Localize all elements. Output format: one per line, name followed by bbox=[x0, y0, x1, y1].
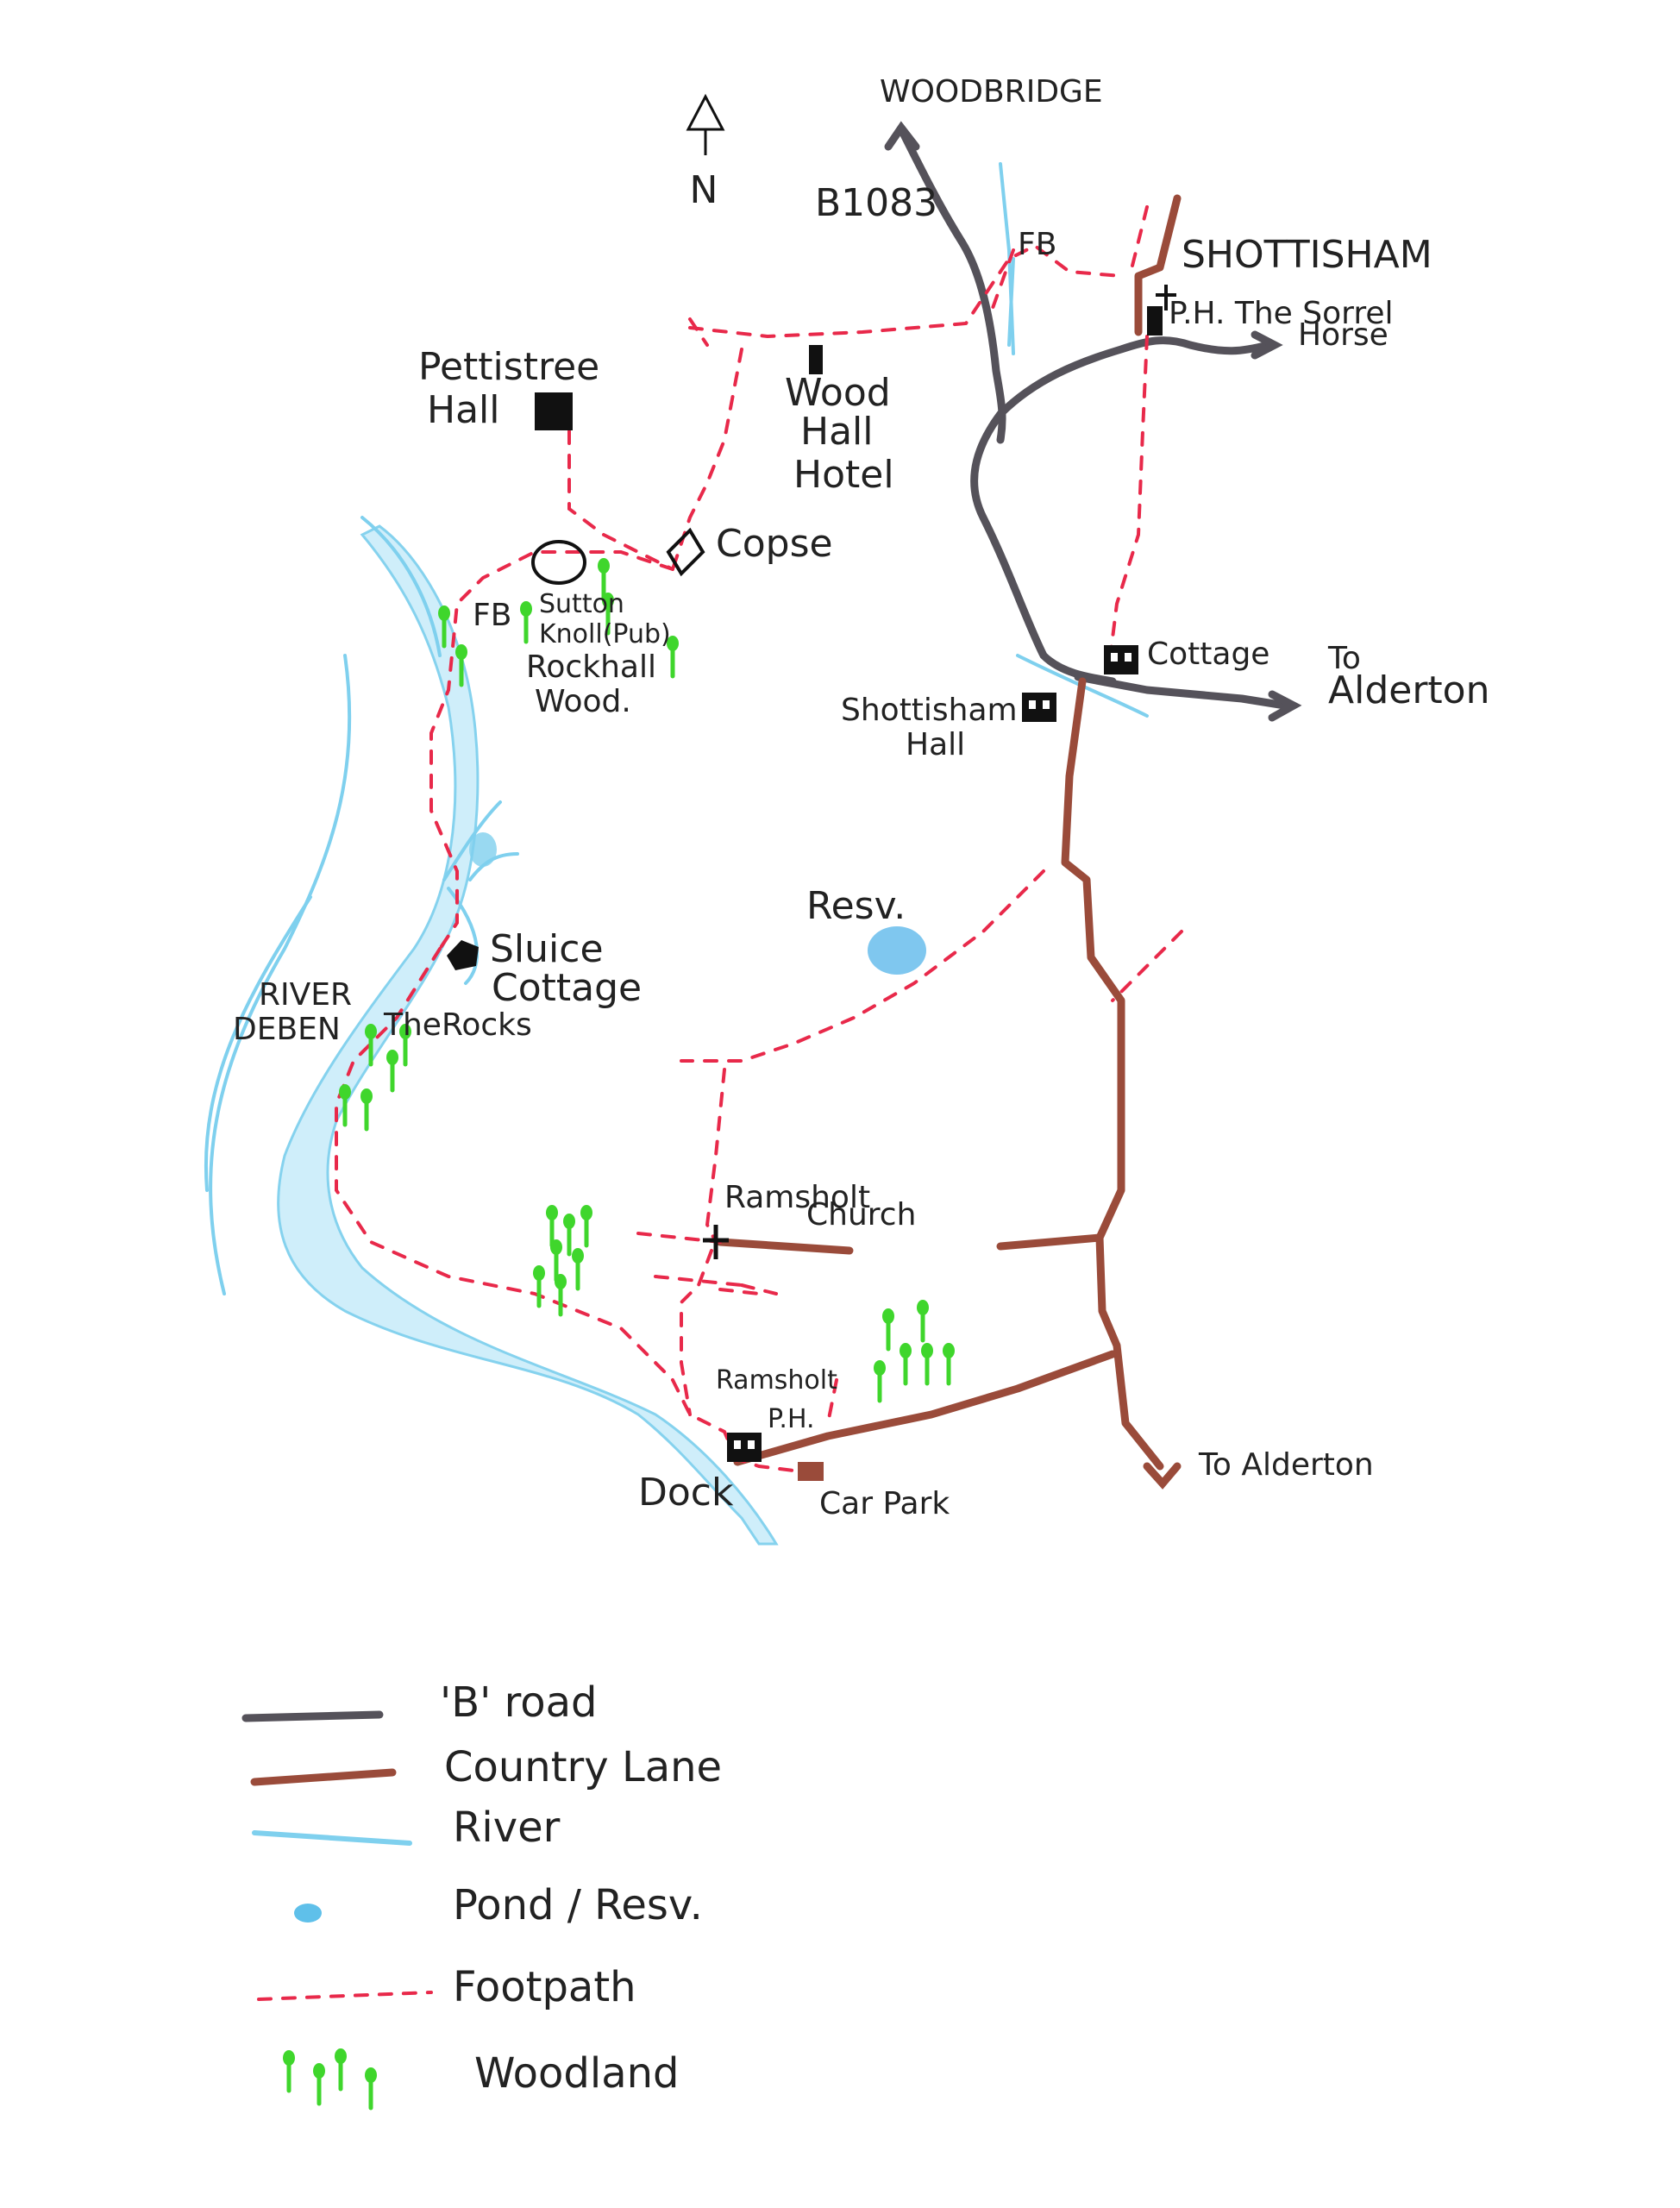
church-symbols bbox=[703, 285, 1176, 1259]
label-river: RIVER bbox=[259, 977, 352, 1013]
legend-woodland-swatch bbox=[283, 2048, 377, 2108]
label-dock: Dock bbox=[638, 1471, 734, 1515]
label-shottisham-hall: Shottisham bbox=[841, 693, 1018, 728]
label-pettistree: Pettistree bbox=[418, 345, 599, 389]
sorrel-horse-building bbox=[1147, 306, 1163, 336]
north-arrow: N bbox=[686, 93, 725, 212]
sluice-cottage-building bbox=[447, 940, 479, 970]
label-to-alderton-south: To Alderton bbox=[1198, 1447, 1374, 1483]
label-wood-hall-1: Wood bbox=[785, 371, 891, 415]
map-labels: WOODBRIDGE B1083 FB SHOTTISHAM P.H. The … bbox=[233, 74, 1489, 1521]
cottage-building bbox=[1104, 645, 1138, 674]
label-wood-hall-2: Hall bbox=[800, 410, 874, 454]
country-lanes bbox=[716, 194, 1182, 1490]
copse-outline bbox=[666, 527, 705, 577]
footpaths bbox=[335, 205, 1183, 1472]
label-sutton: Sutton bbox=[539, 589, 624, 619]
label-copse: Copse bbox=[716, 522, 833, 566]
label-to-alderton-2: Alderton bbox=[1328, 668, 1489, 712]
label-shottisham-hall-2: Hall bbox=[906, 727, 965, 762]
label-sutton-knoll: Knoll(Pub) bbox=[539, 619, 671, 649]
label-the-rocks: TheRocks bbox=[383, 1007, 532, 1043]
legend-b-road-label: 'B' road bbox=[440, 1678, 598, 1727]
label-ramsholt-ph-2: P.H. bbox=[768, 1404, 815, 1434]
legend-pond-swatch bbox=[294, 1904, 322, 1923]
label-deben: DEBEN bbox=[233, 1012, 341, 1047]
legend-country-lane-swatch bbox=[250, 1768, 397, 1786]
label-rockhall: Rockhall bbox=[526, 649, 656, 685]
shottisham-hall-building bbox=[1022, 693, 1056, 722]
label-fb-north: FB bbox=[1018, 227, 1056, 262]
b-road-b1083 bbox=[884, 121, 1302, 722]
label-b1083: B1083 bbox=[815, 181, 937, 225]
ramsholt-ph-building bbox=[727, 1433, 762, 1462]
label-wood-hall-3: Hotel bbox=[793, 453, 894, 497]
buildings bbox=[447, 306, 1163, 1462]
label-to-alderton-1: To bbox=[1327, 641, 1361, 676]
legend-footpath-swatch bbox=[257, 1991, 433, 2001]
pettistree-hall-building bbox=[535, 392, 573, 430]
legend-b-road-swatch bbox=[241, 1710, 384, 1722]
label-sluice-cottage: Cottage bbox=[492, 966, 642, 1010]
legend-footpath-label: Footpath bbox=[453, 1963, 636, 2011]
river-deben bbox=[204, 162, 1149, 1546]
legend-country-lane-label: Country Lane bbox=[444, 1743, 722, 1791]
label-resv: Resv. bbox=[806, 884, 906, 928]
legend: 'B' road Country Lane River Pond / Resv.… bbox=[241, 1678, 722, 2108]
label-rockhall-wood: Wood. bbox=[535, 684, 631, 719]
label-car-park: Car Park bbox=[819, 1486, 950, 1521]
wood-hall-hotel-building bbox=[809, 345, 823, 374]
label-ramsholt-ph-1: Ramsholt bbox=[716, 1365, 837, 1396]
label-shottisham: SHOTTISHAM bbox=[1182, 233, 1432, 277]
label-cottage: Cottage bbox=[1147, 637, 1269, 672]
label-woodbridge: WOODBRIDGE bbox=[880, 74, 1103, 110]
north-label: N bbox=[690, 168, 718, 212]
reservoir-pond bbox=[868, 926, 926, 975]
legend-river-label: River bbox=[453, 1803, 561, 1852]
label-sluice: Sluice bbox=[490, 927, 604, 971]
label-pettistree-hall: Hall bbox=[427, 388, 500, 432]
label-ramsholt-church-2: Church bbox=[806, 1197, 916, 1233]
legend-pond-label: Pond / Resv. bbox=[453, 1881, 703, 1929]
sutton-knoll-outline bbox=[531, 540, 586, 585]
label-fb-west: FB bbox=[473, 598, 511, 633]
legend-river-swatch bbox=[252, 1830, 412, 1846]
legend-woodland-label: Woodland bbox=[474, 2049, 680, 2098]
label-ph-sorrel: P.H. The Sorrel bbox=[1169, 296, 1393, 331]
label-ph-sorrel-horse: Horse bbox=[1298, 317, 1389, 353]
label-ramsholt-church-1: Ramsholt bbox=[724, 1180, 870, 1215]
